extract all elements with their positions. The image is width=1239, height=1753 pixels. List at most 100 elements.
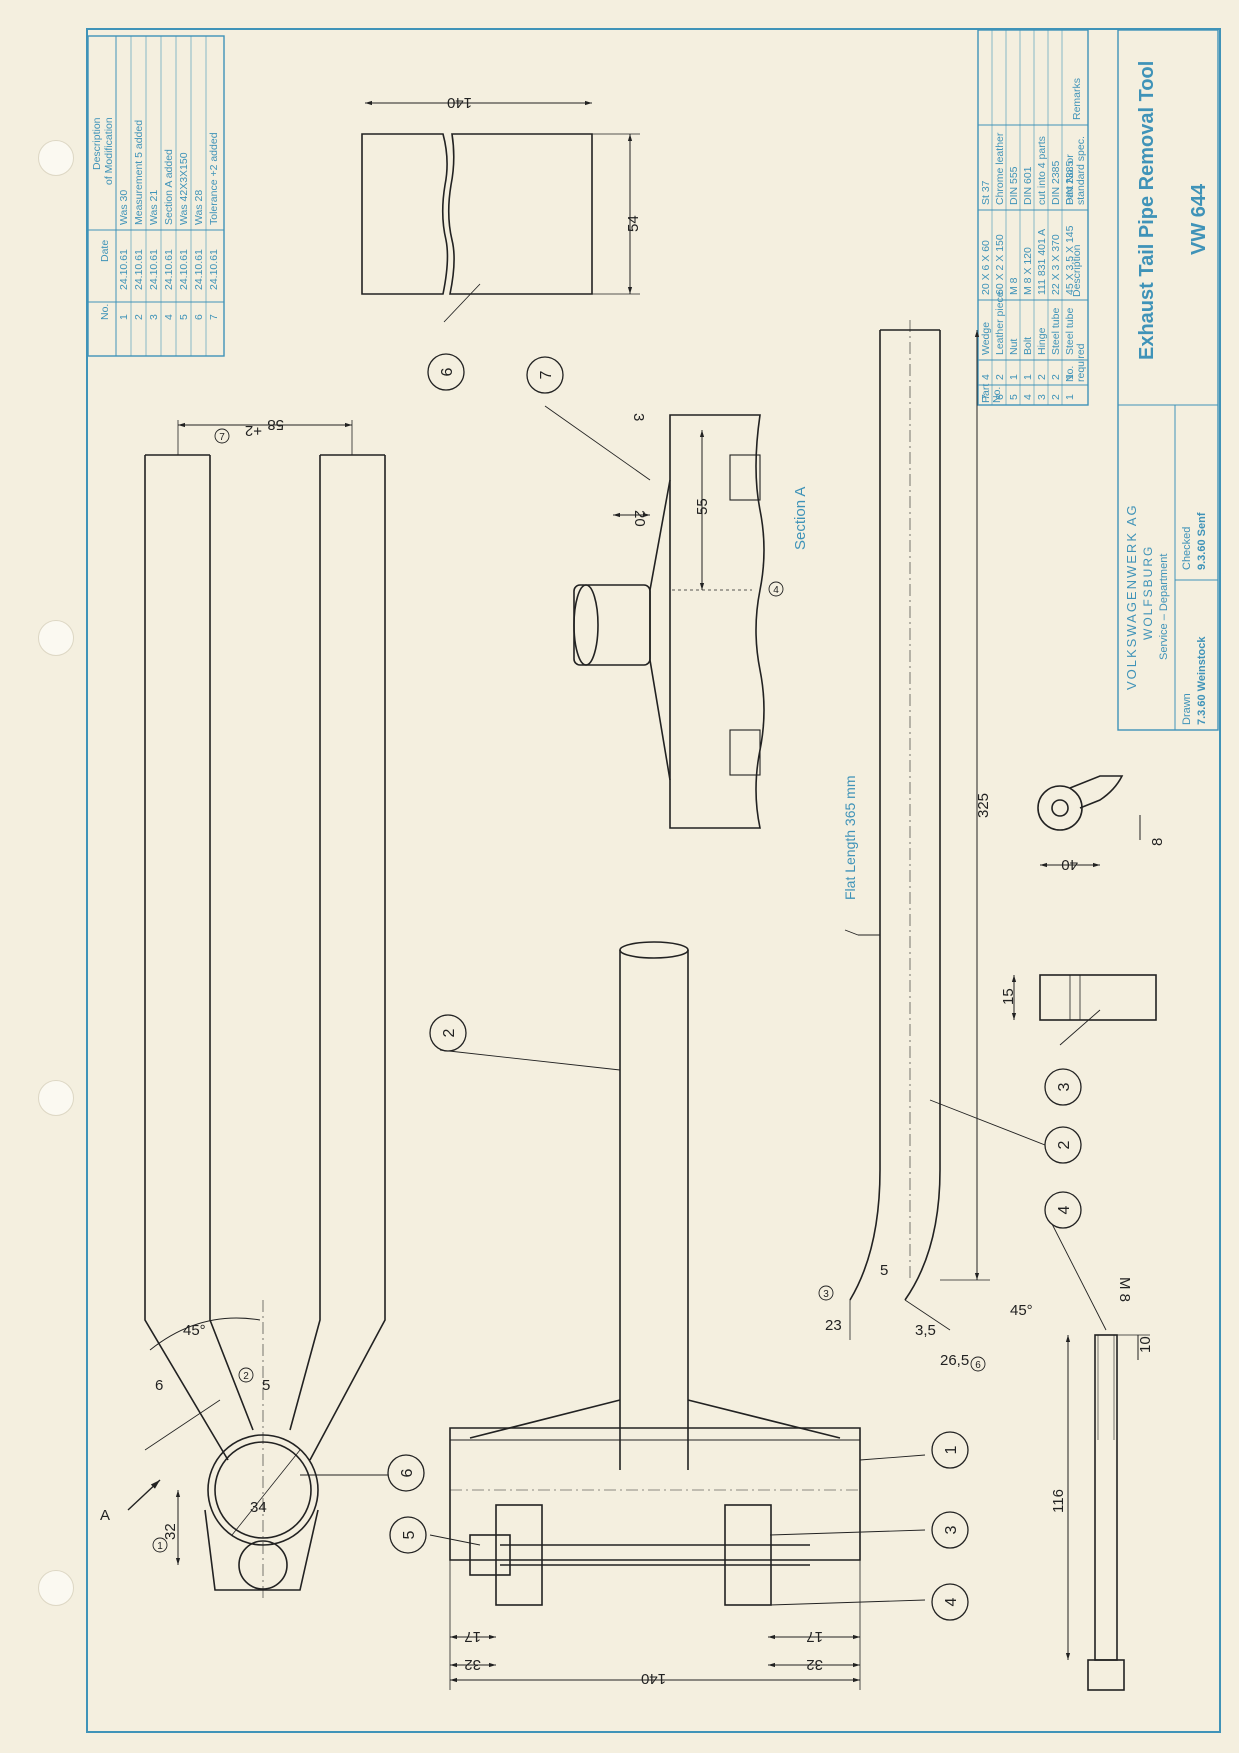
parts-row-qty: 1 (1022, 374, 1034, 380)
parts-row-qty: 2 (1036, 374, 1048, 380)
dim-bolt-m8: M 8 (1116, 1277, 1133, 1302)
dim-end-34: 34 (250, 1499, 267, 1516)
dim-tube-325: 325 (975, 793, 992, 818)
callout-part-5: 5 (401, 1530, 418, 1539)
dim-fork-gap-tolerance: +2 (245, 422, 262, 439)
department: Service – Department (1158, 554, 1170, 660)
change-marker-1: 1 (157, 1541, 163, 1552)
mod-row-date: 24.10.61 (148, 249, 160, 290)
dim-bolt-10: 10 (1137, 1336, 1154, 1353)
checked-label: Checked (1181, 527, 1193, 570)
change-marker-3: 3 (823, 1289, 829, 1300)
parts-row-desc: Bolt (1022, 337, 1034, 355)
parts-row-qty: 4 (980, 374, 992, 380)
mod-row-desc: Was 21 (148, 190, 160, 225)
mod-row-no: 4 (163, 314, 175, 320)
dim-base-32-right: 32 (806, 1656, 823, 1673)
dim-end-45: 45° (183, 1322, 206, 1339)
drawn-value: 7.3.60 Weinstock (1196, 636, 1208, 725)
callout-part-7: 7 (538, 370, 555, 379)
change-marker-2: 2 (243, 1371, 249, 1382)
parts-row-qty: 1 (1008, 374, 1020, 380)
dim-bend-5: 5 (880, 1262, 888, 1279)
dim-wedge-55: 55 (694, 498, 711, 515)
parts-row-spec: M 8 X 120 (1022, 247, 1034, 295)
parts-row-desc: Steel tube (1064, 308, 1076, 355)
mod-header-description: of Modification (103, 117, 115, 185)
mod-row-date: 24.10.61 (208, 249, 220, 290)
parts-row-remarks: DIN 2385 (1050, 160, 1062, 205)
parts-row-desc: Leather piece (994, 291, 1006, 355)
callout-part-4: 4 (943, 1597, 960, 1606)
mod-row-desc: Was 30 (118, 190, 130, 225)
parts-header-spec: standard spec. (1075, 136, 1087, 205)
dim-end-32: 32 (162, 1523, 179, 1540)
parts-row-part: 3 (1036, 394, 1048, 400)
parts-row-qty: 2 (1050, 374, 1062, 380)
parts-row-spec: 60 X 2 X 150 (994, 234, 1006, 295)
parts-row-spec: 111 831 401 A (1036, 229, 1048, 295)
modification-table: No. Date Description of Modification 1 2… (87, 35, 225, 357)
parts-row-desc: Wedge (980, 322, 992, 355)
mod-row-no: 3 (148, 314, 160, 320)
parts-row-remarks: DIN 601 (1022, 166, 1034, 205)
parts-row-spec: 22 X 3 X 370 (1050, 234, 1062, 295)
parts-row-desc: Nut (1008, 339, 1020, 355)
dim-wedge-20: 20 (631, 510, 648, 527)
parts-header-description: Description (1071, 244, 1083, 297)
mod-row-desc: Was 42X3X150 (178, 152, 190, 225)
parts-row-part: 1 (1064, 394, 1076, 400)
parts-row-part: 4 (1022, 394, 1034, 400)
punch-hole (38, 1570, 74, 1606)
bent-tube-view (844, 320, 1046, 1340)
dim-end-6: 6 (155, 1377, 163, 1394)
parts-row-remarks: DIN 555 (1008, 166, 1020, 205)
callout-part-4: 4 (1056, 1205, 1073, 1214)
mod-row-no: 2 (133, 314, 145, 320)
dim-base-17-left: 17 (464, 1628, 481, 1645)
mod-row-no: 7 (208, 314, 220, 320)
mod-row-date: 24.10.61 (118, 249, 130, 290)
parts-row-spec: 20 X 6 X 60 (980, 240, 992, 295)
hinge-view (1011, 775, 1157, 1046)
mod-row-date: 24.10.61 (163, 249, 175, 290)
company-city: WOLFSBURG (1141, 545, 1155, 640)
mod-row-date: 24.10.61 (178, 249, 190, 290)
dim-base-17-right: 17 (806, 1628, 823, 1645)
punch-hole (38, 140, 74, 176)
drawing-frame (86, 28, 1221, 1733)
parts-header-part: Part (980, 384, 992, 403)
mod-row-desc: Was 28 (193, 190, 205, 225)
drawing-number: VW 644 (1188, 183, 1210, 255)
mod-header-date: Date (99, 240, 111, 262)
dim-base-140: 140 (641, 1670, 666, 1687)
punch-hole (38, 620, 74, 656)
mod-row-date: 24.10.61 (193, 249, 205, 290)
section-a-label: Section A (792, 487, 809, 550)
dim-base-32-left: 32 (464, 1656, 481, 1673)
bolt-view (1049, 1219, 1150, 1691)
dim-end-5: 5 (262, 1377, 270, 1394)
dim-bolt-116: 116 (1050, 1489, 1067, 1513)
parts-header-spec: Part No. or (1064, 154, 1076, 205)
parts-row-qty: 1 (1064, 374, 1076, 380)
mod-header-no: No. (99, 304, 111, 320)
assembly-view (429, 941, 926, 1690)
dim-hinge-8: 8 (1149, 838, 1166, 846)
callout-part-6: 6 (439, 367, 456, 376)
change-marker-7: 7 (219, 432, 225, 443)
dim-hinge-15: 15 (1000, 988, 1017, 1005)
parts-row-part: 2 (1050, 394, 1062, 400)
dim-leather-height: 54 (625, 215, 642, 232)
parts-row-spec: 45 X 3,5 X 145 (1064, 225, 1076, 295)
mod-header-description: Description (91, 117, 103, 170)
parts-row-qty: 2 (994, 374, 1006, 380)
dim-bend-45: 45° (1010, 1302, 1033, 1319)
parts-row-remarks: DIN 2385 (1064, 160, 1076, 205)
parts-row-part: 6 (994, 394, 1006, 400)
dim-leather-width: 140 (447, 94, 472, 111)
dim-bend-26-5: 26,5 (940, 1352, 969, 1369)
dim-bend-3-5: 3,5 (915, 1322, 936, 1339)
parts-row-remarks: St 37 (980, 180, 992, 205)
